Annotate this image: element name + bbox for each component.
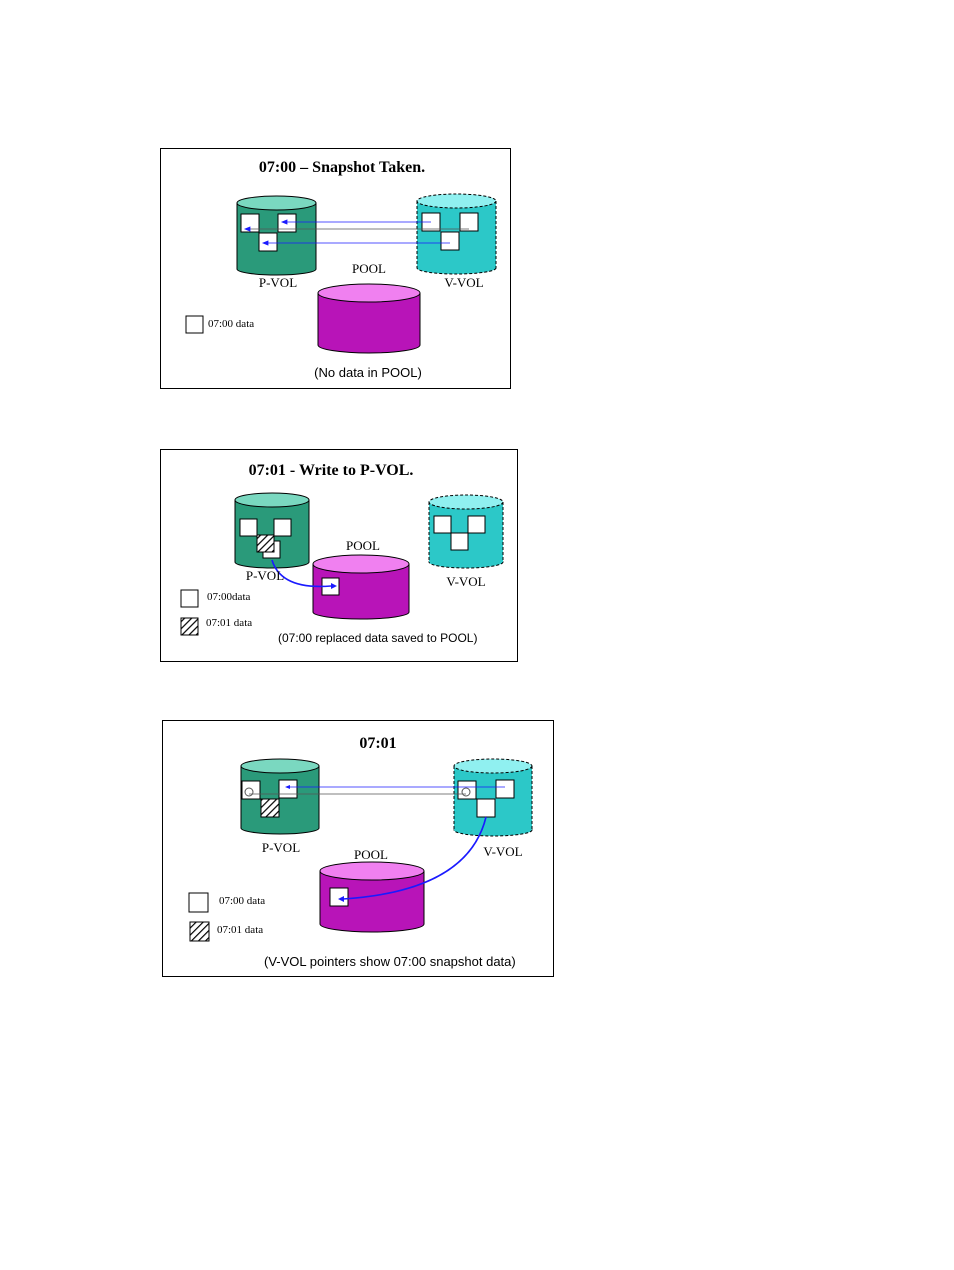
panel-0701-pointers: 07:01 — [162, 720, 554, 977]
panel-title: 07:00 – Snapshot Taken. — [259, 159, 425, 176]
legend-swatch-0701 — [181, 618, 198, 635]
legend-label-0701: 07:01 data — [217, 924, 263, 936]
pool-label: POOL — [354, 847, 388, 862]
legend-label-0700: 07:00 data — [208, 318, 254, 330]
panel-write-to-pvol: 07:01 - Write to P-VOL. — [160, 449, 518, 662]
legend-swatch-0700 — [189, 893, 208, 912]
panel-title: 07:01 — [359, 735, 396, 752]
legend-label-0700: 07:00data — [207, 591, 250, 603]
pvol-label: P-VOL — [259, 275, 297, 290]
vvol-label: V-VOL — [446, 574, 485, 589]
new-write-block — [261, 799, 279, 817]
legend-label-0700: 07:00 data — [219, 895, 265, 907]
panel-caption: (V-VOL pointers show 07:00 snapshot data… — [264, 954, 516, 969]
panel-caption: (No data in POOL) — [314, 365, 422, 380]
vvol-label: V-VOL — [444, 275, 483, 290]
legend-swatch-0700 — [181, 590, 198, 607]
panel-caption: (07:00 replaced data saved to POOL) — [278, 631, 477, 645]
pool-label: POOL — [346, 538, 380, 553]
pool-saved-block — [330, 888, 348, 906]
panel-2-diagram: 07:01 - Write to P-VOL. — [161, 450, 519, 663]
panel-1-diagram: 07:00 – Snapshot Taken. — [161, 149, 512, 390]
legend-label-0701: 07:01 data — [206, 617, 252, 629]
pool-cylinder — [318, 284, 420, 353]
pvol-label: P-VOL — [262, 840, 300, 855]
legend-swatch-0701 — [190, 922, 209, 941]
panel-title: 07:01 - Write to P-VOL. — [249, 462, 414, 479]
pvol-label: P-VOL — [246, 568, 284, 583]
new-write-block — [257, 535, 274, 552]
legend-swatch-0700 — [186, 316, 203, 333]
pool-label: POOL — [352, 261, 386, 276]
vvol-label: V-VOL — [483, 844, 522, 859]
panel-snapshot-taken: 07:00 – Snapshot Taken. — [160, 148, 511, 389]
panel-3-diagram: 07:01 — [163, 721, 555, 978]
